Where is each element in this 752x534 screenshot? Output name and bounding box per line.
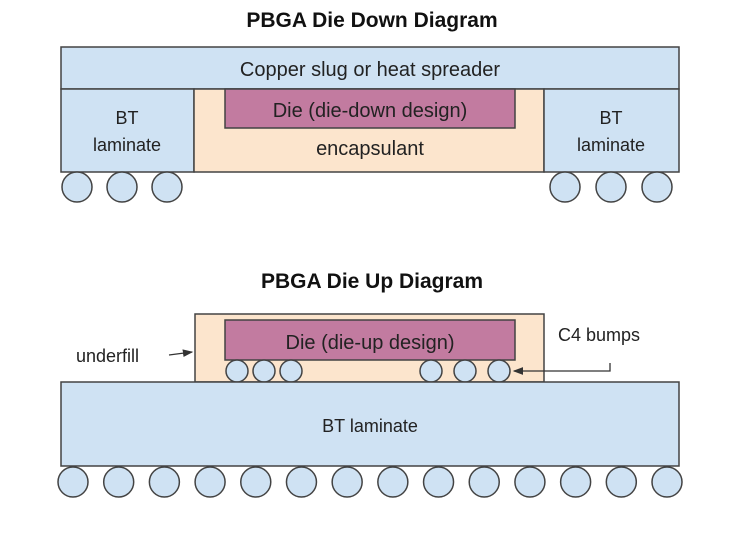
die-up-die <box>224 319 516 361</box>
solder-ball <box>194 466 226 498</box>
solder-ball <box>514 466 546 498</box>
solder-ball <box>61 171 93 203</box>
die-down-die <box>224 88 516 129</box>
solder-ball <box>422 466 455 498</box>
left-laminate-line2: laminate <box>93 135 161 155</box>
bt-laminate-substrate <box>60 381 680 467</box>
solder-ball <box>148 466 181 498</box>
solder-ball <box>468 466 500 498</box>
left-bt-laminate <box>60 88 195 173</box>
heat-spreader <box>60 46 680 90</box>
left-laminate-line1: BT <box>115 108 138 128</box>
die-up-diagram: PBGA Die Up Diagram Die (die-up design) … <box>57 270 683 498</box>
solder-ball <box>102 466 135 498</box>
heat-spreader-label: Copper slug or heat spreader <box>240 59 500 81</box>
solder-ball <box>106 171 138 203</box>
die-down-left-balls <box>61 171 183 203</box>
solder-ball <box>240 466 272 498</box>
underfill-arrow <box>168 349 194 358</box>
solder-ball <box>595 171 627 203</box>
solder-ball <box>559 466 592 498</box>
die-up-title: PBGA Die Up Diagram <box>261 270 483 293</box>
solder-ball <box>641 171 673 203</box>
c4-bump <box>279 359 303 383</box>
solder-ball <box>151 171 183 203</box>
encapsulant-label: encapsulant <box>316 138 424 160</box>
die-up-die-label: Die (die-up design) <box>286 332 455 354</box>
underfill-label: underfill <box>76 346 139 366</box>
right-laminate-line1: BT <box>599 108 622 128</box>
c4-bump <box>225 359 249 383</box>
solder-ball <box>331 466 363 498</box>
solder-ball <box>285 466 318 498</box>
c4-bumps-label: C4 bumps <box>558 325 640 345</box>
solder-ball <box>651 466 683 498</box>
die-up-solder-balls <box>57 466 683 498</box>
die-down-diagram: PBGA Die Down Diagram Copper slug or hea… <box>60 9 680 203</box>
solder-ball <box>57 466 89 498</box>
c4-bump <box>252 359 276 383</box>
c4-bump <box>487 359 511 383</box>
die-down-title: PBGA Die Down Diagram <box>246 9 497 32</box>
solder-ball <box>605 466 638 498</box>
c4-bumps-arrow <box>512 363 611 375</box>
substrate-label: BT laminate <box>322 416 418 436</box>
solder-ball <box>377 466 409 498</box>
solder-ball <box>549 171 581 203</box>
c4-bump <box>419 359 443 383</box>
die-down-right-balls <box>549 171 673 203</box>
die-down-die-label: Die (die-down design) <box>273 100 468 122</box>
c4-bump <box>453 359 477 383</box>
right-bt-laminate <box>543 88 680 173</box>
right-laminate-line2: laminate <box>577 135 645 155</box>
